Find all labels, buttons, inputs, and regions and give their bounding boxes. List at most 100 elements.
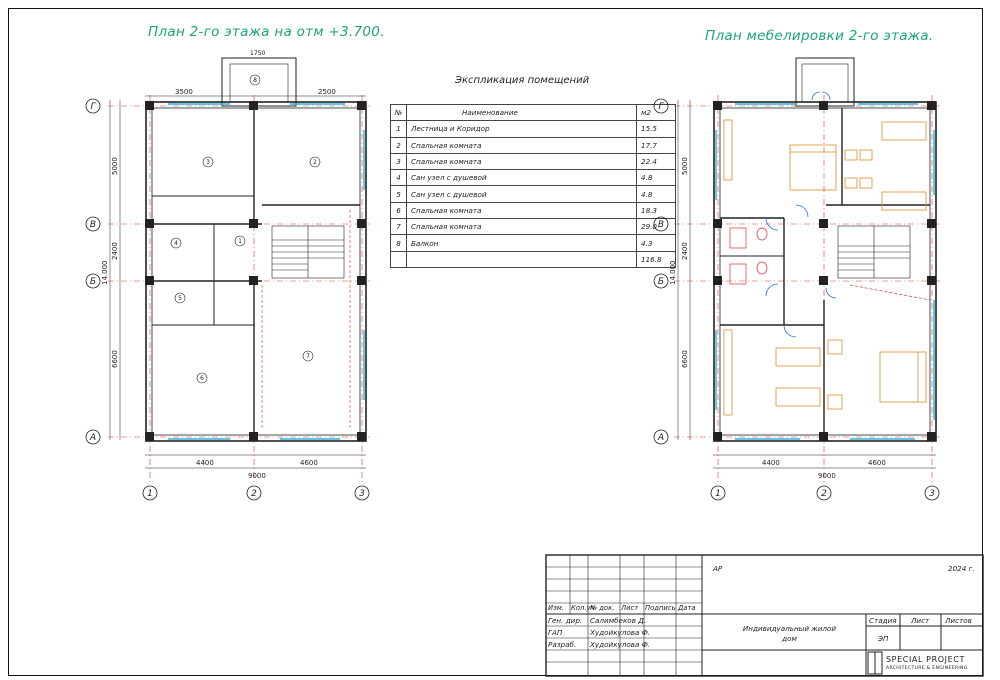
title-block bbox=[545, 554, 984, 677]
axis-label-3: 3 bbox=[359, 489, 365, 499]
dim-total-height: 14.000 bbox=[669, 261, 677, 286]
columns bbox=[713, 101, 936, 441]
stamp-header-date: Дата bbox=[678, 604, 696, 612]
furniture-plan-title: План мебелировки 2-го этажа. bbox=[705, 28, 934, 44]
room-area: 4.3 bbox=[636, 234, 676, 252]
axis-label-b: Б bbox=[90, 277, 96, 287]
sheet-frame bbox=[8, 8, 983, 676]
axis-label-g: Г bbox=[658, 102, 664, 112]
dim-total-width: 9000 bbox=[248, 472, 266, 480]
sanitary bbox=[729, 227, 931, 301]
stamp-header-doc: № док. bbox=[590, 604, 615, 612]
dim-row-1: 5000 bbox=[681, 157, 689, 175]
columns bbox=[145, 101, 366, 441]
room-area: 22.4 bbox=[636, 152, 676, 171]
stamp-role: ГАП bbox=[548, 628, 563, 637]
explication-title: Экспликация помещений bbox=[455, 75, 590, 86]
room-number: 3 bbox=[206, 159, 210, 166]
dim-total-height: 14.000 bbox=[101, 261, 109, 286]
company-logo-name: SPECIAL PROJECT bbox=[886, 655, 965, 664]
stamp-stage-label: Стадия bbox=[869, 616, 897, 625]
bed-single bbox=[881, 191, 927, 211]
room-number: 6 bbox=[200, 375, 204, 382]
room-number: 4 bbox=[174, 240, 178, 247]
stamp-role: Разраб. bbox=[548, 640, 577, 649]
bed-double bbox=[879, 351, 927, 403]
dim-row-2: 2400 bbox=[681, 242, 689, 260]
room-number: 5 bbox=[178, 295, 182, 302]
windows bbox=[715, 103, 935, 440]
dim-balcony: 1750 bbox=[250, 50, 265, 57]
axis-label-1: 1 bbox=[715, 489, 721, 499]
axis-label-b: Б bbox=[658, 277, 664, 287]
stamp-code: АР bbox=[713, 564, 723, 573]
room-outline-dashes bbox=[261, 210, 351, 430]
axis-label-3: 3 bbox=[929, 489, 935, 499]
stamp-header-list: Лист bbox=[621, 604, 639, 612]
left-axis-bubbles: Г В Б А 1 2 3 bbox=[85, 98, 370, 501]
bed-single bbox=[775, 347, 821, 367]
room-markers bbox=[170, 74, 321, 384]
stamp-header-kol: Кол.уч bbox=[571, 604, 595, 612]
axis-label-g: Г bbox=[90, 102, 96, 112]
bed-single bbox=[881, 121, 927, 141]
dim-row-2: 2400 bbox=[111, 242, 119, 260]
axis-label-2: 2 bbox=[821, 489, 827, 499]
staircase bbox=[271, 225, 345, 279]
dim-row-3: 6600 bbox=[111, 350, 119, 368]
plan-title: План 2-го этажа на отм +3.700. bbox=[148, 24, 385, 40]
total-area: 116.8 bbox=[636, 250, 676, 268]
axis-label-1: 1 bbox=[147, 489, 153, 499]
stamp-role: Ген. дир. bbox=[548, 616, 583, 625]
stamp-sheet-label: Лист bbox=[911, 616, 930, 625]
dim-col-1: 4400 bbox=[762, 459, 780, 467]
furniture bbox=[723, 119, 927, 416]
right-furniture-plan bbox=[674, 57, 942, 485]
windows bbox=[168, 103, 365, 440]
room-number: 7 bbox=[306, 353, 310, 360]
dim-col-1: 4400 bbox=[196, 459, 214, 467]
stamp-stage-value: ЭП bbox=[878, 634, 889, 643]
right-axis-bubbles: Г В Б А 1 2 3 bbox=[653, 98, 940, 501]
room-number: 8 bbox=[253, 77, 257, 84]
left-room-numbers: 3 2 1 5 4 6 7 8 bbox=[174, 77, 317, 382]
axis-label-a: А bbox=[657, 433, 664, 443]
dim-row-1: 5000 bbox=[111, 157, 119, 175]
left-floor-plan bbox=[108, 57, 370, 485]
dim-top-right: 2500 bbox=[318, 88, 336, 96]
axis-label-a: А bbox=[89, 433, 96, 443]
doors bbox=[765, 91, 837, 338]
axis-label-2: 2 bbox=[251, 489, 257, 499]
right-dimension-labels: 4400 4600 9000 5000 2400 6600 14.000 bbox=[669, 157, 886, 480]
room-number: 2 bbox=[313, 159, 317, 166]
stamp-header-izm: Изм. bbox=[548, 604, 564, 612]
dim-col-2: 4600 bbox=[300, 459, 318, 467]
dim-row-3: 6600 bbox=[681, 350, 689, 368]
dim-col-2: 4600 bbox=[868, 459, 886, 467]
dim-total-width: 9000 bbox=[818, 472, 836, 480]
axis-lines bbox=[108, 95, 370, 485]
table-row-total: 116.8 bbox=[390, 250, 676, 268]
axis-label-v: В bbox=[90, 220, 96, 230]
company-logo-sub: ARCHITECTURE & ENGINEERING bbox=[886, 666, 968, 671]
bed-double bbox=[789, 144, 837, 191]
dim-top-left: 3500 bbox=[175, 88, 193, 96]
stamp-header-sign: Подпись bbox=[645, 604, 676, 612]
left-dimension-labels: 4400 4600 9000 3500 2500 1750 5000 2400 … bbox=[101, 50, 336, 480]
stamp-project-title: Индивидуальный жилой дом bbox=[742, 624, 837, 643]
stamp-year: 2024 г. bbox=[948, 564, 975, 573]
stamp-person: Худойкулова Ф. bbox=[590, 628, 651, 637]
axis-label-v: В bbox=[658, 220, 664, 230]
staircase bbox=[837, 225, 911, 279]
dimension-chains bbox=[109, 95, 366, 469]
stamp-person: Салимбеков Д. bbox=[590, 616, 647, 625]
stamp-person: Худойкулова Ф. bbox=[590, 640, 651, 649]
right-dimension-chains bbox=[677, 100, 936, 469]
bed-single bbox=[775, 387, 821, 407]
stamp-sheets-label: Листов bbox=[945, 616, 972, 625]
